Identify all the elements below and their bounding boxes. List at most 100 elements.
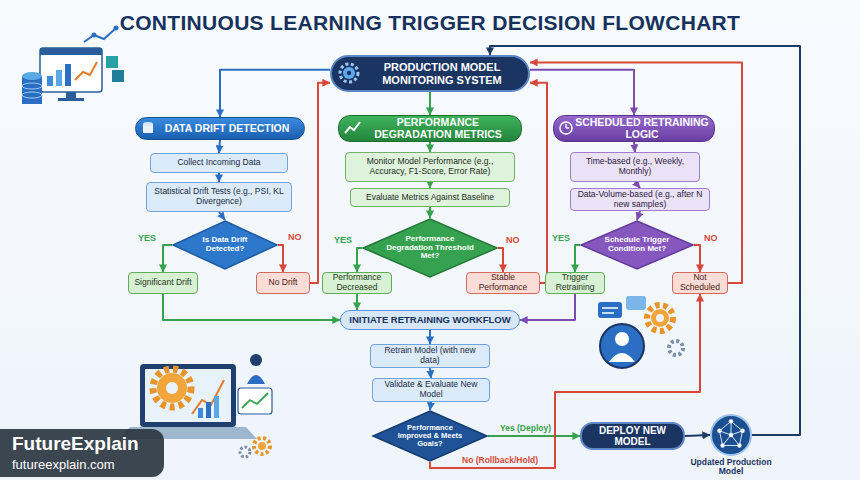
section-header: PERFORMANCE DEGRADATION METRICS [338, 115, 522, 142]
diagram-title: CONTINUOUS LEARNING TRIGGER DECISION FLO… [0, 11, 860, 35]
gear-teeth [153, 369, 191, 407]
database [22, 76, 42, 104]
cube [112, 70, 124, 82]
network-link [719, 421, 731, 430]
network-dot [729, 433, 733, 437]
node-text: Time-based (e.g., Weekly, Monthly) [574, 157, 696, 176]
connector-arrow [218, 173, 220, 182]
diamond-shape [373, 411, 487, 461]
trend-dot [92, 33, 97, 38]
chat-line [602, 307, 618, 309]
database-ring [22, 83, 42, 89]
node-text: SCHEDULED RETRAINING LOGIC [574, 117, 710, 141]
person-head [250, 354, 262, 366]
small-gear [240, 447, 250, 457]
diamond-shape [173, 221, 277, 269]
person-head [615, 332, 629, 346]
node-text: Evaluate Metrics Against Baseline [366, 193, 494, 203]
node-text: Statistical Drift Tests (e.g., PSI, KL D… [150, 187, 288, 206]
gear-hole [656, 314, 664, 322]
outcome-box: Trigger Retraining [545, 272, 605, 294]
node-text: PRODUCTION MODEL MONITORING SYSTEM [362, 61, 522, 86]
decision-diamond: Performance Degradation Threshold Met? [362, 218, 498, 278]
hub-gear-icon [340, 64, 358, 82]
bar [47, 76, 53, 86]
gear [651, 309, 669, 327]
trend-icon [345, 122, 360, 133]
decision-diamond: Is Data Drift Detected? [172, 220, 278, 270]
clock-face [560, 122, 572, 134]
network-link [731, 421, 743, 430]
database-top [22, 72, 42, 80]
connector-arrow [357, 248, 362, 272]
diamond-shape [363, 219, 497, 277]
small-gear-core [258, 442, 266, 450]
network-link [723, 445, 740, 446]
network-link [739, 431, 742, 446]
process-box: Collect Incoming Data [150, 153, 288, 173]
connector-arrow [490, 46, 800, 435]
connector-arrow [219, 140, 220, 153]
chat-bubble [626, 296, 646, 310]
node-text: Validate & Evaluate New Model [376, 380, 486, 399]
connector-arrow [310, 83, 330, 283]
node-text: Performance Degradation Threshold Met? [383, 235, 478, 261]
node-circle: Updated Production Model [710, 414, 752, 456]
db-body [143, 124, 153, 133]
gear [343, 67, 355, 79]
process-box: Statistical Drift Tests (e.g., PSI, KL D… [146, 182, 292, 212]
connector-arrow [488, 435, 580, 437]
monitor-screen [145, 369, 231, 422]
process-box: Monitor Model Performance (e.g., Accurac… [345, 152, 515, 182]
chart-line [242, 393, 268, 408]
connector-arrow [430, 368, 431, 378]
connector-arrow [163, 294, 340, 320]
trend-dot [114, 26, 119, 31]
connector-arrow [278, 245, 283, 272]
deploy-pill: DEPLOY NEW MODEL [580, 422, 685, 450]
hub-pill: PRODUCTION MODEL MONITORING SYSTEM [330, 55, 530, 92]
network-dot [720, 443, 724, 447]
globe-circle [711, 415, 751, 455]
watermark-badge [0, 429, 164, 477]
edge-label: No (Rollback/Hold) [462, 455, 538, 465]
chat-line [602, 312, 614, 314]
outcome-box: Performance Decreased [322, 272, 392, 294]
edge-label: NO [506, 235, 520, 245]
gear-hole [166, 382, 178, 394]
edge-label: Yes (Deploy) [500, 423, 551, 433]
screen-base [58, 98, 84, 101]
node-text: Schedule Trigger Condition Met? [597, 236, 677, 254]
node-text: No Drift [269, 278, 298, 288]
node-text: DATA DRIFT DETECTION [165, 123, 290, 135]
connector-arrow [430, 402, 431, 410]
node-text: Performance Decreased [325, 273, 389, 292]
screen-stand [66, 92, 76, 98]
process-box: Validate & Evaluate New Model [372, 378, 490, 402]
laptop-base [119, 427, 257, 439]
database-ring [22, 92, 42, 98]
bar [65, 64, 71, 86]
chart-line [75, 62, 97, 80]
connector-arrow [219, 212, 225, 220]
process-box: Evaluate Metrics Against Baseline [350, 188, 510, 207]
section-header: SCHEDULED RETRAINING LOGIC [553, 115, 715, 142]
edge-label: NO [288, 232, 302, 242]
edge-label: YES [334, 235, 352, 245]
gear-hole [347, 71, 351, 75]
node-text: Stable Performance [469, 273, 537, 292]
connector-arrow [637, 211, 640, 220]
database-icon [143, 122, 153, 133]
clock-hand [566, 127, 569, 128]
diamond-shape [581, 221, 693, 269]
gear-teeth [340, 64, 358, 82]
network-dot [740, 429, 744, 433]
node-text: Not Scheduled [675, 273, 725, 292]
node-text: PERFORMANCE DEGRADATION METRICS [359, 117, 517, 141]
outcome-box: Significant Drift [128, 272, 198, 294]
screen-bar [40, 48, 102, 55]
connector-arrow [498, 248, 503, 272]
connector-arrow [429, 92, 431, 115]
connector-arrow [694, 245, 700, 272]
